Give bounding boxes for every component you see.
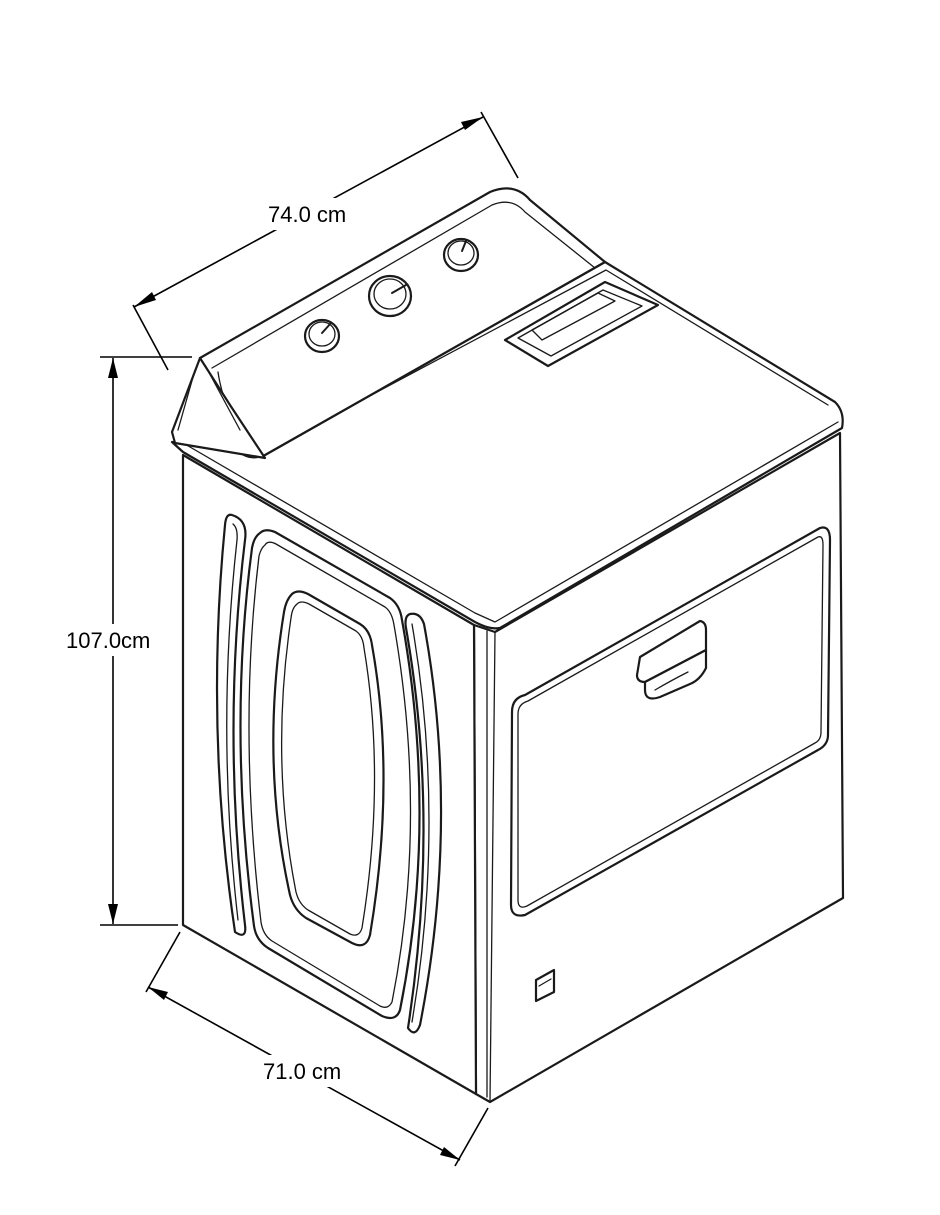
knob-right [442, 237, 480, 273]
cabinet-top [170, 260, 844, 630]
side-panel-embossing [215, 513, 443, 1034]
dryer-door [509, 526, 832, 917]
bottom-badge [534, 968, 556, 1003]
door-handle [635, 619, 708, 700]
control-console [170, 187, 607, 460]
height-label: 107.0cm [66, 628, 150, 653]
knob-center [367, 274, 413, 318]
knob-left [303, 318, 341, 354]
depth-label: 74.0 cm [268, 202, 346, 227]
width-label: 71.0 cm [263, 1059, 341, 1084]
lint-filter-slot [503, 280, 660, 368]
